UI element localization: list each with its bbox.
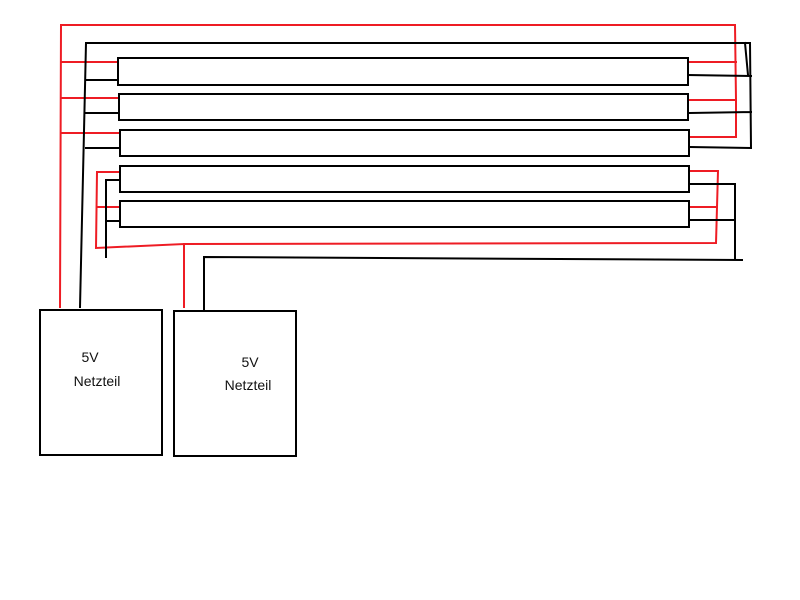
positive-wire-b xyxy=(94,170,720,308)
power-supply-2-voltage: 5V xyxy=(241,354,259,370)
ground-wire-b xyxy=(105,179,744,311)
power-supply-1-box xyxy=(39,309,163,456)
ground-wire-a xyxy=(78,41,753,309)
led-strip-4 xyxy=(119,165,690,193)
led-strip-1 xyxy=(117,57,689,86)
led-strip-3 xyxy=(119,129,690,157)
power-supply-1-name: Netzteil xyxy=(73,373,121,389)
led-strip-2 xyxy=(118,93,689,121)
power-supply-2-box xyxy=(173,310,297,457)
positive-wire-a-left xyxy=(58,24,738,309)
power-supply-2-name: Netzteil xyxy=(224,377,272,393)
led-strip-5 xyxy=(119,200,690,228)
power-supply-1-voltage: 5V xyxy=(81,349,99,365)
